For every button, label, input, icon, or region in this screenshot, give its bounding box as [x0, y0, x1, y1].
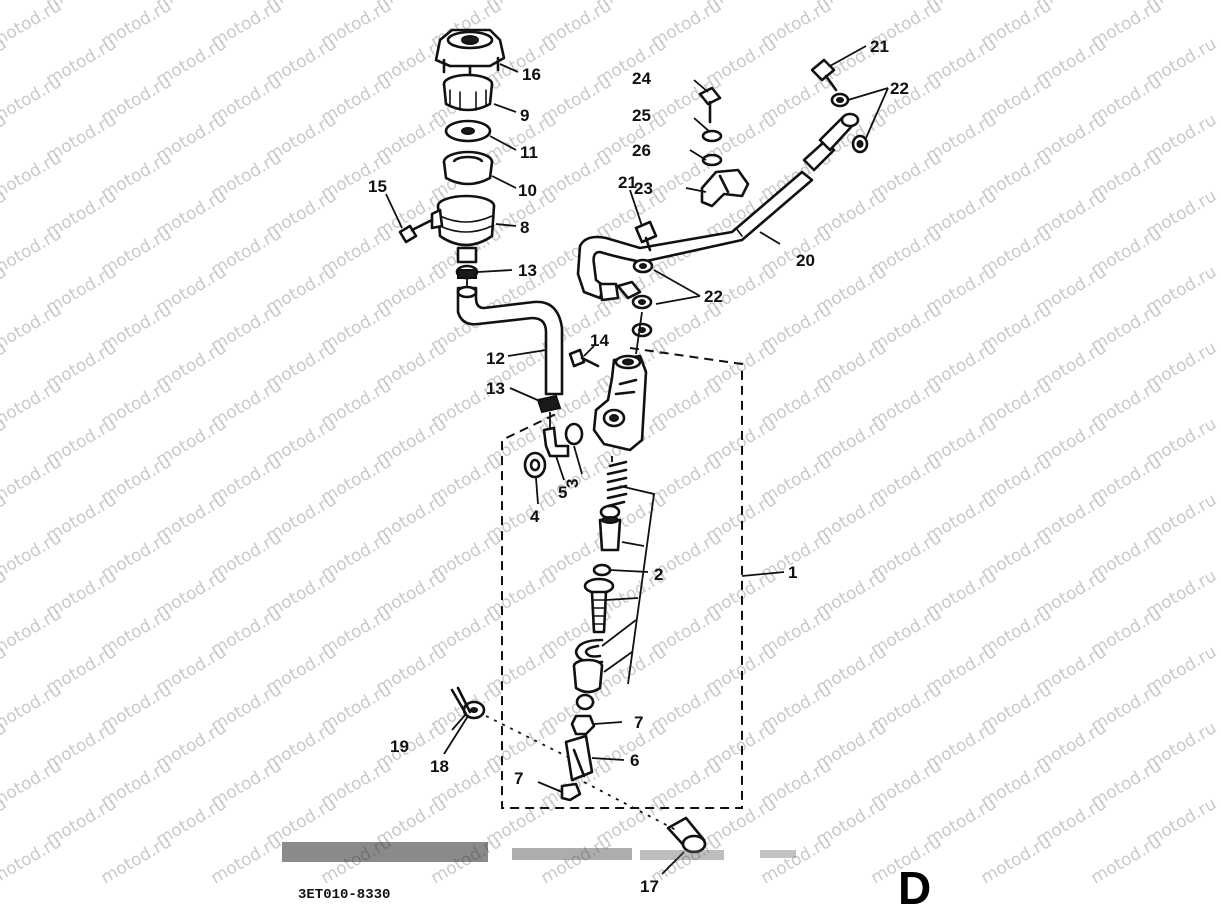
callout-5: 5 [558, 483, 567, 502]
master-cylinder-assembly-boundary [501, 347, 743, 809]
union-bolt-21-upper [810, 58, 838, 92]
watermark-text: motod.ru [0, 376, 65, 432]
callout-6: 6 [630, 751, 639, 770]
callout-13-upper: 13 [518, 261, 537, 280]
cotter-pin-19 [450, 686, 472, 716]
diaphragm-11 [444, 119, 492, 143]
callout-22-lower: 22 [704, 287, 723, 306]
piston-cup [598, 504, 622, 552]
watermark-text: motod.ru [208, 832, 286, 888]
callout-9: 9 [520, 106, 529, 125]
callout-25: 25 [632, 106, 651, 125]
nut-7-lower [560, 782, 582, 802]
hose-clamp-13-lower [536, 394, 562, 414]
bolt-14 [568, 348, 600, 368]
hose-joint-5 [542, 426, 570, 458]
callout-18: 18 [430, 757, 449, 776]
callout-2: 2 [654, 565, 663, 584]
hose-clamp-13-upper [455, 264, 479, 280]
callout-labels: 16 9 11 10 8 15 13 12 13 14 3 5 4 2 1 7 … [368, 37, 909, 896]
clevis-6 [564, 734, 594, 782]
callout-21-upper: 21 [870, 37, 889, 56]
push-rod-nut [575, 693, 595, 711]
watermark-text: motod.ru [0, 0, 10, 14]
section-letter: D [898, 862, 931, 914]
washer-25 [701, 129, 723, 143]
union-bolt-21-lower [634, 220, 658, 252]
brake-hose-20 [576, 112, 860, 302]
watermark-text: motod.ru [0, 452, 65, 508]
callout-3: 3 [563, 479, 582, 488]
callout-11: 11 [520, 143, 538, 162]
alignment-lines [466, 278, 677, 831]
callout-21-lower: 21 [618, 173, 637, 192]
nut-7-upper [570, 714, 596, 736]
callout-16: 16 [522, 65, 541, 84]
callout-20: 20 [796, 251, 815, 270]
watermark-text: motod.ru [978, 832, 1056, 888]
reservoir-cap-16 [434, 28, 506, 78]
reservoir-tank-8 [430, 194, 496, 264]
bolt-15 [398, 218, 434, 244]
callout-4: 4 [530, 507, 540, 526]
clevis-pin-17 [666, 816, 707, 854]
washer [592, 563, 612, 577]
callout-13-lower: 13 [486, 379, 505, 398]
illegible-caption-smudge [282, 842, 796, 862]
watermark-text: motod.ru [0, 528, 65, 584]
watermark-text: motod.ru [98, 832, 176, 888]
callout-7-upper: 7 [634, 713, 643, 732]
watermark-text: motod.ru [1088, 832, 1166, 888]
dust-boot [572, 658, 604, 694]
watermark-text: motod.ru [0, 0, 65, 52]
callout-15: 15 [368, 177, 387, 196]
bolt-24 [698, 86, 722, 124]
washer-26 [701, 153, 723, 167]
callout-8: 8 [520, 218, 529, 237]
nut-4 [523, 451, 547, 479]
watermark-text: motod.ru [0, 148, 65, 204]
drawing-code: 3ET010-8330 [298, 887, 390, 903]
watermark-text: motod.ru [0, 604, 65, 660]
callout-17: 17 [640, 877, 659, 896]
callout-10: 10 [518, 181, 537, 200]
watermark-text: motod.ru [0, 832, 65, 888]
watermark-text: motod.ru [538, 832, 616, 888]
callout-1: 1 [788, 563, 797, 582]
callout-leaders [385, 45, 889, 875]
copper-washers-22 [631, 92, 869, 338]
holder-ring-10 [442, 150, 494, 186]
callout-19: 19 [390, 737, 409, 756]
callout-23: 23 [634, 179, 653, 198]
callout-26: 26 [632, 141, 651, 160]
callout-12: 12 [486, 349, 505, 368]
watermark-text: motod.ru [0, 680, 65, 736]
callout-14: 14 [590, 331, 609, 350]
callout-7-lower: 7 [514, 769, 523, 788]
watermark-text: motod.ru [0, 224, 65, 280]
washer-18 [462, 700, 486, 720]
master-cylinder-body [592, 354, 648, 452]
callout-24: 24 [632, 69, 651, 88]
watermark-text: motod.ru [0, 300, 65, 356]
watermark-text: motod.ru [0, 756, 65, 812]
diaphragm-plate-9 [442, 73, 494, 112]
hose-holder-23 [700, 168, 750, 208]
watermark-text: motod.ru [758, 832, 836, 888]
watermark-text: motod.ru [0, 72, 65, 128]
callout-22-upper: 22 [890, 79, 909, 98]
spring [606, 460, 628, 508]
reservoir-hose-12 [456, 285, 564, 396]
o-ring-3 [564, 422, 584, 446]
piston [583, 577, 615, 634]
